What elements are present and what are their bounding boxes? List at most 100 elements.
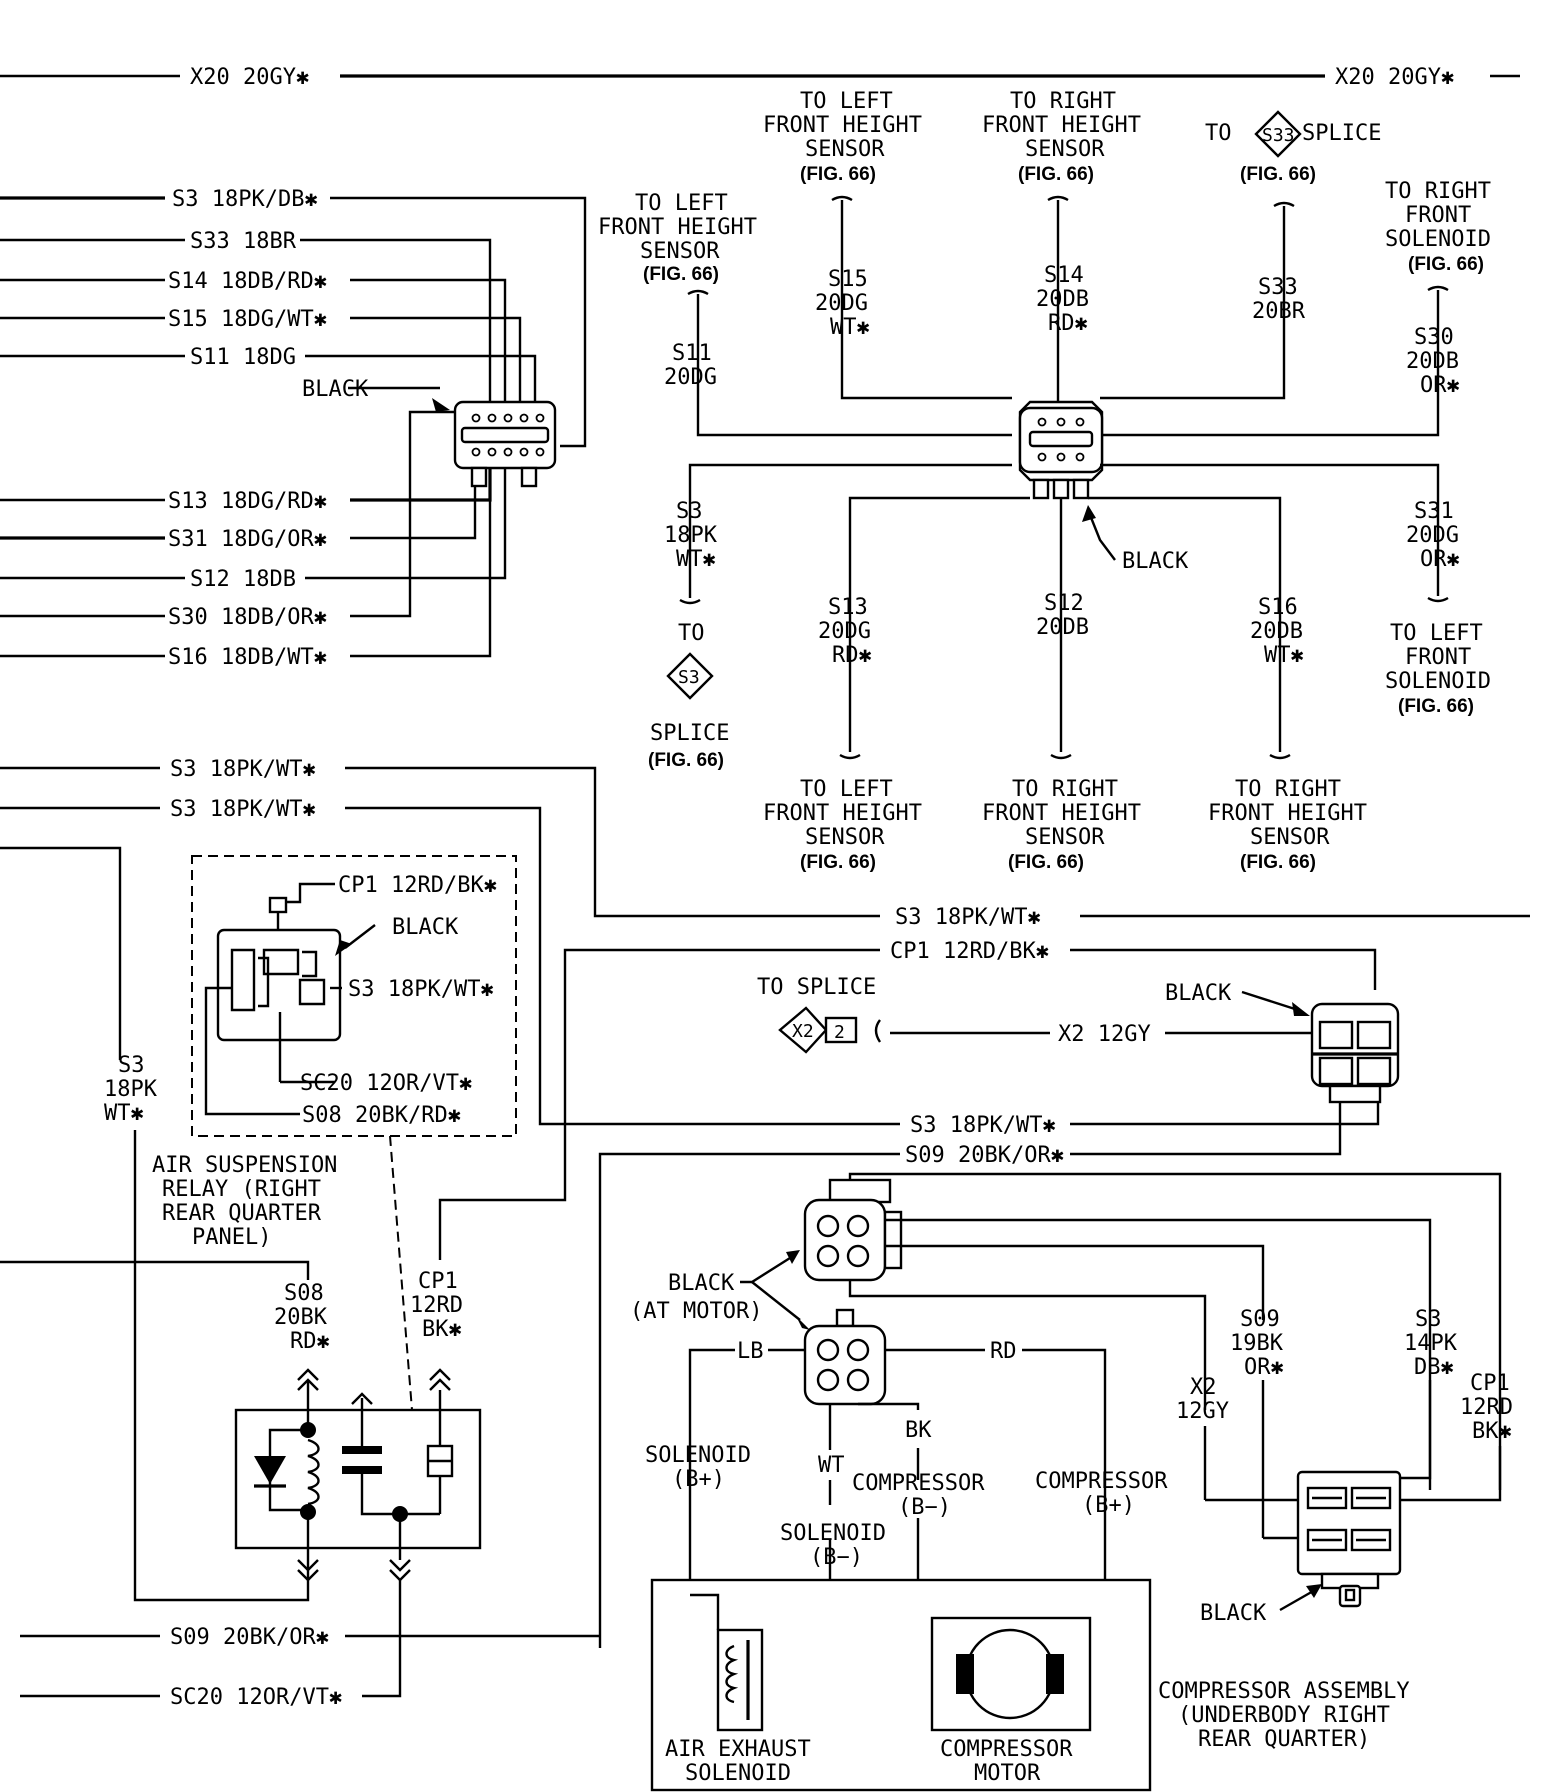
br-sensor-fig: (FIG. 66) (1240, 852, 1316, 873)
s08-v-2: 20BK (274, 1305, 328, 1330)
s11-v-2: 20DG (664, 365, 717, 390)
lfhs-label-b-3: SENSOR (640, 239, 720, 264)
splice-s3-fig: (FIG. 66) (648, 750, 724, 771)
relay-sc20: SC20 12OR/VT✱ (300, 1071, 472, 1096)
comp-conn-black: BLACK (1200, 1601, 1267, 1626)
relay-title-4: PANEL) (192, 1225, 271, 1250)
s3-wire-c: S3 18PK/WT✱ (895, 905, 1041, 930)
bm-sensor-1: TO RIGHT (1012, 777, 1118, 802)
lb-label: LB (737, 1339, 764, 1364)
s3-vertical-3: WT✱ (104, 1101, 144, 1126)
s31-v-2: 20DG (1406, 523, 1459, 548)
lfhs-label-a-3: SENSOR (805, 137, 885, 162)
relay-title-2: RELAY (RIGHT (162, 1177, 321, 1202)
s3-wire-a: S3 18PK/WT✱ (170, 757, 316, 782)
cp1-v-2: 12RD (410, 1293, 463, 1318)
lfsol-label-2: FRONT (1405, 645, 1471, 670)
left-connector-black-label: BLACK (302, 377, 369, 402)
s09-cv-2: 19BK (1230, 1331, 1284, 1356)
s15-v-2: 20DG (815, 291, 868, 316)
rfhs-fig-a: (FIG. 66) (1018, 164, 1094, 185)
comp-bminus-1: COMPRESSOR (852, 1471, 985, 1496)
bm-sensor-2: FRONT HEIGHT (982, 801, 1141, 826)
left-wire-label-s15: S15 18DG/WT✱ (168, 307, 327, 332)
s13-v-3: RD✱ (832, 643, 872, 668)
s13-v-1: S13 (828, 595, 868, 620)
s3-wire-b: S3 18PK/WT✱ (170, 797, 316, 822)
s31-v-1: S31 (1414, 499, 1454, 524)
rd-label: RD (990, 1339, 1017, 1364)
compressor-group: BLACK (AT MOTOR) LB RD BK WT SOLENOID (B… (630, 1172, 1513, 1792)
s15-v-1: S15 (828, 267, 868, 292)
s3-vertical-1: S3 (118, 1053, 145, 1078)
x20-label-left: X20 20GY✱ (190, 65, 309, 90)
s33-v-1: S33 (1258, 275, 1298, 300)
left-wire-label-s14: S14 18DB/RD✱ (168, 269, 327, 294)
x20-wire: X20 20GY✱ X20 20GY✱ (0, 65, 1520, 90)
relay-s3: S3 18PK/WT✱ (348, 977, 494, 1002)
s3-v-2: 18PK (664, 523, 718, 548)
sol-bminus-2: (B−) (810, 1545, 863, 1570)
x2-splice-id: X2 (792, 1021, 814, 1042)
s14-v-2: 20DB (1036, 287, 1089, 312)
splice-top-word: SPLICE (1302, 121, 1381, 146)
left-wire-label-s3: S3 18PK/DB✱ (172, 187, 318, 212)
cp1-wire: CP1 12RD/BK✱ (890, 939, 1049, 964)
bk-label: BK (905, 1418, 932, 1443)
rfsol-label-1: TO RIGHT (1385, 179, 1491, 204)
s16-v-3: WT✱ (1264, 643, 1304, 668)
comp-bplus-1: COMPRESSOR (1035, 1469, 1168, 1494)
relay-cp1: CP1 12RD/BK✱ (338, 873, 497, 898)
rfhs-label-a-3: SENSOR (1025, 137, 1105, 162)
s08-v-1: S08 (284, 1281, 324, 1306)
bl-sensor-3: SENSOR (805, 825, 885, 850)
s3-cv-3: DB✱ (1414, 1355, 1454, 1380)
lfsol-fig: (FIG. 66) (1398, 696, 1474, 717)
bm-sensor-3: SENSOR (1025, 825, 1105, 850)
br-sensor-3: SENSOR (1250, 825, 1330, 850)
s3-v-3: WT✱ (676, 547, 716, 572)
left-wire-label-s11: S11 18DG (190, 345, 296, 370)
s3-cv-2: 14PK (1404, 1331, 1458, 1356)
middle-wires-group: S3 18PK/WT✱ S3 18PK/WT✱ S3 18PK/WT✱ CP1 … (0, 757, 1530, 1648)
s16-v-1: S16 (1258, 595, 1298, 620)
assembly-2: (UNDERBODY RIGHT (1178, 1703, 1390, 1728)
wt-label: WT (818, 1453, 845, 1478)
black-at-motor-1: BLACK (668, 1271, 735, 1296)
center-connector-black-label: BLACK (1122, 549, 1189, 574)
to-splice-x2: TO SPLICE (757, 975, 876, 1000)
lfhs-label-b-2: FRONT HEIGHT (598, 215, 757, 240)
cp1-v-1: CP1 (418, 1269, 458, 1294)
lfhs-label-a-1: TO LEFT (800, 89, 893, 114)
lfhs-label-b-1: TO LEFT (635, 191, 728, 216)
s3-vertical-2: 18PK (104, 1077, 158, 1102)
comp-motor-2: MOTOR (974, 1761, 1041, 1786)
s3-cv-1: S3 (1415, 1307, 1442, 1332)
s08-v-3: RD✱ (290, 1329, 330, 1354)
s3-wire-d: S3 18PK/WT✱ (910, 1113, 1056, 1138)
bl-sensor-1: TO LEFT (800, 777, 893, 802)
s30-v-1: S30 (1414, 325, 1454, 350)
cp1-v-3: BK✱ (422, 1317, 462, 1342)
left-wire-label-s16: S16 18DB/WT✱ (168, 645, 327, 670)
left-connector-group: S3 18PK/DB✱ S33 18BR S14 18DB/RD✱ S15 18… (0, 187, 587, 670)
relay-group: CP1 12RD/BK✱ BLACK S3 18PK/WT✱ SC20 12OR… (0, 855, 600, 1710)
s11-v-1: S11 (672, 341, 712, 366)
comp-bplus-2: (B+) (1082, 1493, 1135, 1518)
splice-s33-id: S33 (1262, 125, 1295, 146)
relay-s08: S08 20BK/RD✱ (302, 1103, 461, 1128)
air-exhaust-1: AIR EXHAUST (665, 1737, 811, 1762)
lfhs-fig-b: (FIG. 66) (643, 264, 719, 285)
x2-pin: 2 (834, 1022, 845, 1043)
left-wire-label-s13: S13 18DG/RD✱ (168, 489, 327, 514)
s31-v-3: OR✱ (1420, 547, 1460, 572)
cp1-cv-3: BK✱ (1472, 1419, 1512, 1444)
x2-cv-1: X2 (1190, 1375, 1217, 1400)
x2-cv-2: 12GY (1176, 1399, 1229, 1424)
rfhs-label-a-2: FRONT HEIGHT (982, 113, 1141, 138)
lfsol-label-1: TO LEFT (1390, 621, 1483, 646)
relay-title-1: AIR SUSPENSION (152, 1153, 337, 1178)
splice-s3-word: SPLICE (650, 721, 729, 746)
center-connector-group: TO LEFT FRONT HEIGHT SENSOR (FIG. 66) TO… (598, 89, 1491, 873)
s30-v-2: 20DB (1406, 349, 1459, 374)
